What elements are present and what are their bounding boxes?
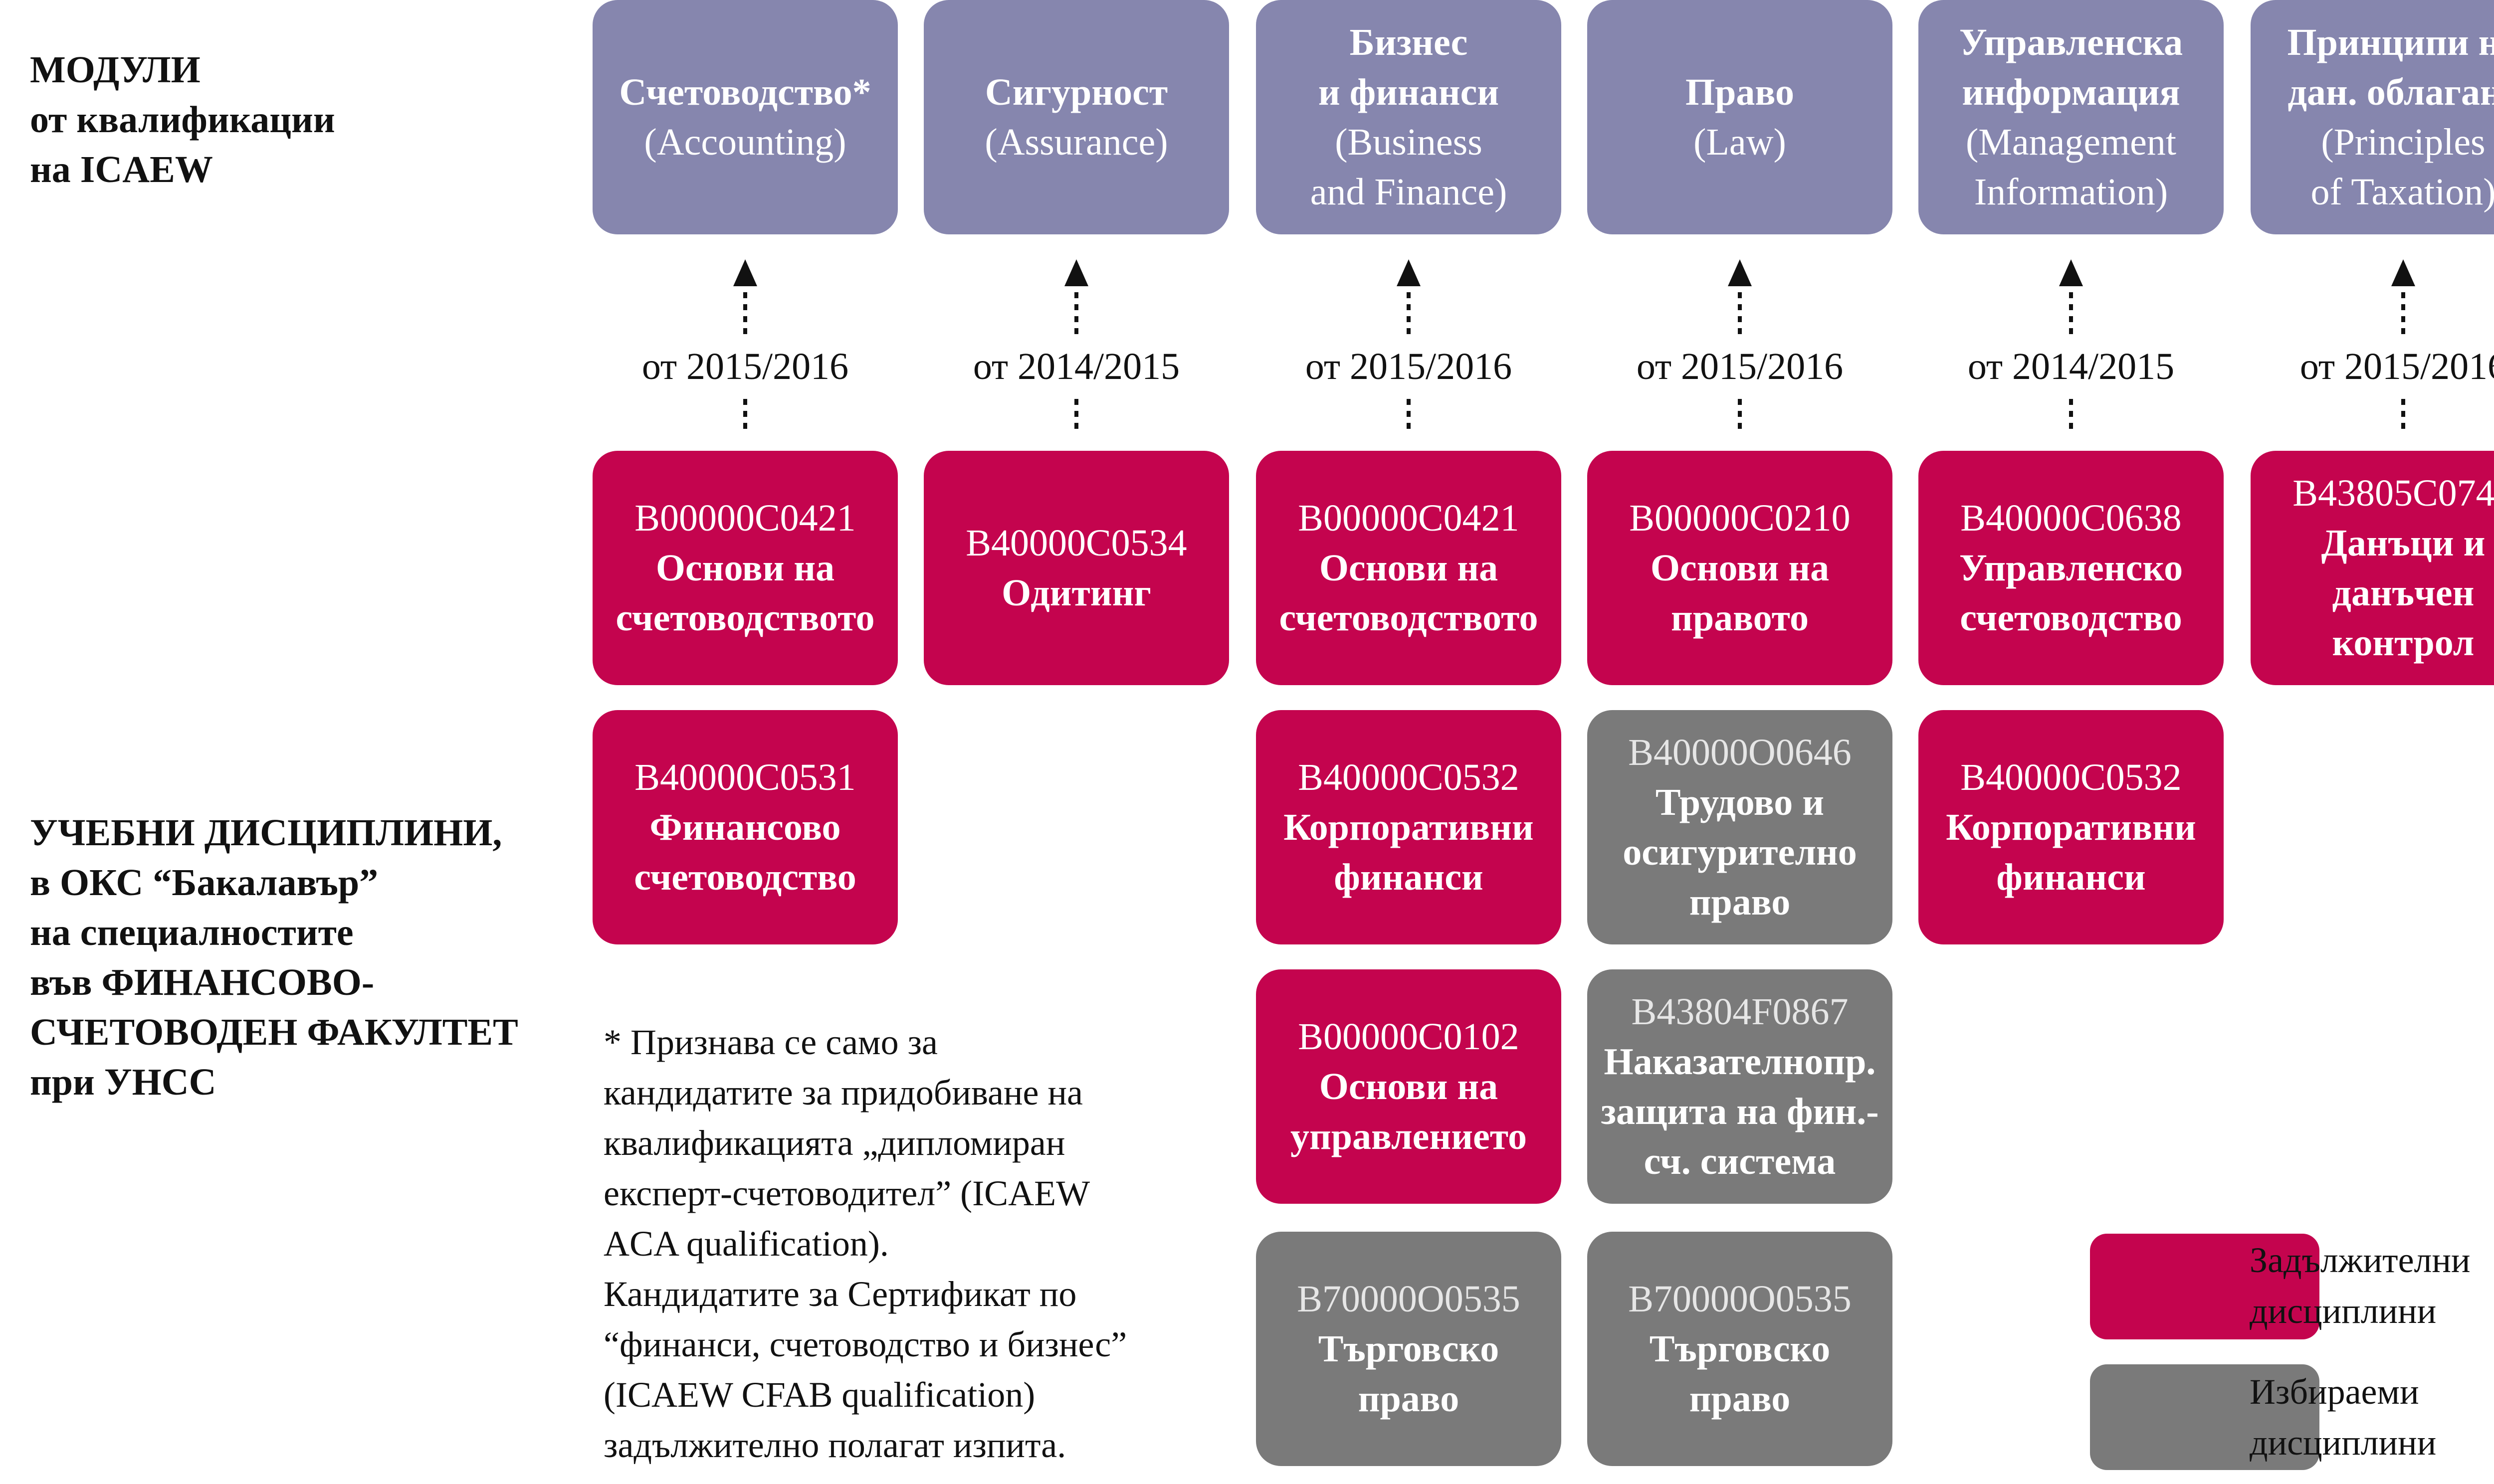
course-name: Основи на счетоводството xyxy=(1279,547,1538,639)
module-english-name: (Business and Finance) xyxy=(1310,121,1507,213)
module-start-year: от 2014/2015 xyxy=(1967,346,2175,387)
legend-label-elective: Избираеми дисциплини xyxy=(2250,1372,2437,1463)
module-box: Принципи на дан. облагане(Principles of … xyxy=(2251,0,2494,234)
course-code: B43804F0867 xyxy=(1631,991,1849,1033)
module-name: Бизнес и финанси xyxy=(1318,21,1499,113)
module-english-name: (Assurance) xyxy=(985,121,1168,163)
module-start-year: от 2014/2015 xyxy=(973,346,1180,387)
module-name: Сигурност xyxy=(985,71,1168,113)
module-english-name: (Accounting) xyxy=(644,121,846,163)
course-name: Данъци и данъчен контрол xyxy=(2321,522,2486,664)
course-name: Управленско счетоводство xyxy=(1959,547,2183,639)
course-name: Наказателнопр. защита на фин.- сч. систе… xyxy=(1601,1041,1879,1182)
legend-swatch-elective xyxy=(2090,1364,2319,1470)
arrowhead-icon xyxy=(1728,259,1752,286)
course-name: Корпоративни финанси xyxy=(1946,806,2196,898)
course-code: B40000C0534 xyxy=(966,522,1187,564)
course-name: Одитинг xyxy=(1002,572,1151,614)
course-name: Основи на счетоводството xyxy=(616,547,875,639)
course-name: Финансово счетоводство xyxy=(634,806,856,898)
module-start-year: от 2015/2016 xyxy=(2299,346,2494,387)
module-name: Управленска информация xyxy=(1959,21,2183,113)
course-code: B40000C0532 xyxy=(1298,756,1519,798)
arrowhead-icon xyxy=(2059,259,2083,286)
course-code: B40000O0646 xyxy=(1628,732,1852,773)
courses-section-title: УЧЕБНИ ДИСЦИПЛИНИ, в ОКС “Бакалавър” на … xyxy=(30,812,518,1103)
course-name: Основи на управлението xyxy=(1290,1066,1527,1157)
module-name: Принципи на дан. облагане xyxy=(2287,21,2494,113)
course-code: B70000O0535 xyxy=(1628,1278,1852,1320)
course-code: B00000C0210 xyxy=(1629,497,1851,539)
module-name: Право xyxy=(1685,71,1794,113)
course-name: Основи на правото xyxy=(1650,547,1830,639)
course-code: B40000C0532 xyxy=(1960,756,2182,798)
course-code: B00000C0421 xyxy=(1298,497,1519,539)
footnote: * Признава се само за кандидатите за при… xyxy=(604,1022,1127,1465)
arrowhead-icon xyxy=(1397,259,1421,286)
module-box: Право (Law) xyxy=(1587,0,1892,234)
course-name: Корпоративни финанси xyxy=(1283,806,1534,898)
module-english-name: (Law) xyxy=(1693,121,1786,163)
module-english-name: (Management Information) xyxy=(1965,121,2177,213)
module-start-year: от 2015/2016 xyxy=(1636,346,1844,387)
course-code: B00000C0421 xyxy=(634,497,856,539)
course-code: B43805C0749 xyxy=(2292,472,2494,514)
course-name: Трудово и осигурително право xyxy=(1623,781,1857,923)
legend-swatch-compulsory xyxy=(2090,1234,2319,1339)
course-code: B40000C0531 xyxy=(634,756,856,798)
course-code: B70000O0535 xyxy=(1297,1278,1520,1320)
arrowhead-icon xyxy=(733,259,757,286)
arrowhead-icon xyxy=(2391,259,2415,286)
module-box: Бизнес и финанси(Business and Finance) xyxy=(1256,0,1561,234)
module-name: Счетоводство* xyxy=(619,71,871,113)
arrowhead-icon xyxy=(1064,259,1088,286)
module-box: Сигурност (Assurance) xyxy=(924,0,1229,234)
module-box: Счетоводство* (Accounting) xyxy=(593,0,898,234)
course-name: Търговско право xyxy=(1318,1328,1499,1420)
course-code: B40000C0638 xyxy=(1960,497,2182,539)
legend-label-compulsory: Задължителни дисциплини xyxy=(2250,1240,2471,1331)
course-code: B00000C0102 xyxy=(1298,1016,1519,1058)
course-name: Търговско право xyxy=(1649,1328,1831,1420)
module-start-year: от 2015/2016 xyxy=(1305,346,1512,387)
module-box: Управленска информация(Management Inform… xyxy=(1918,0,2224,234)
module-english-name: (Principles of Taxation) xyxy=(2310,121,2494,213)
module-start-year: от 2015/2016 xyxy=(641,346,849,387)
modules-section-title: МОДУЛИ от квалификации на ICAEW xyxy=(30,49,335,190)
